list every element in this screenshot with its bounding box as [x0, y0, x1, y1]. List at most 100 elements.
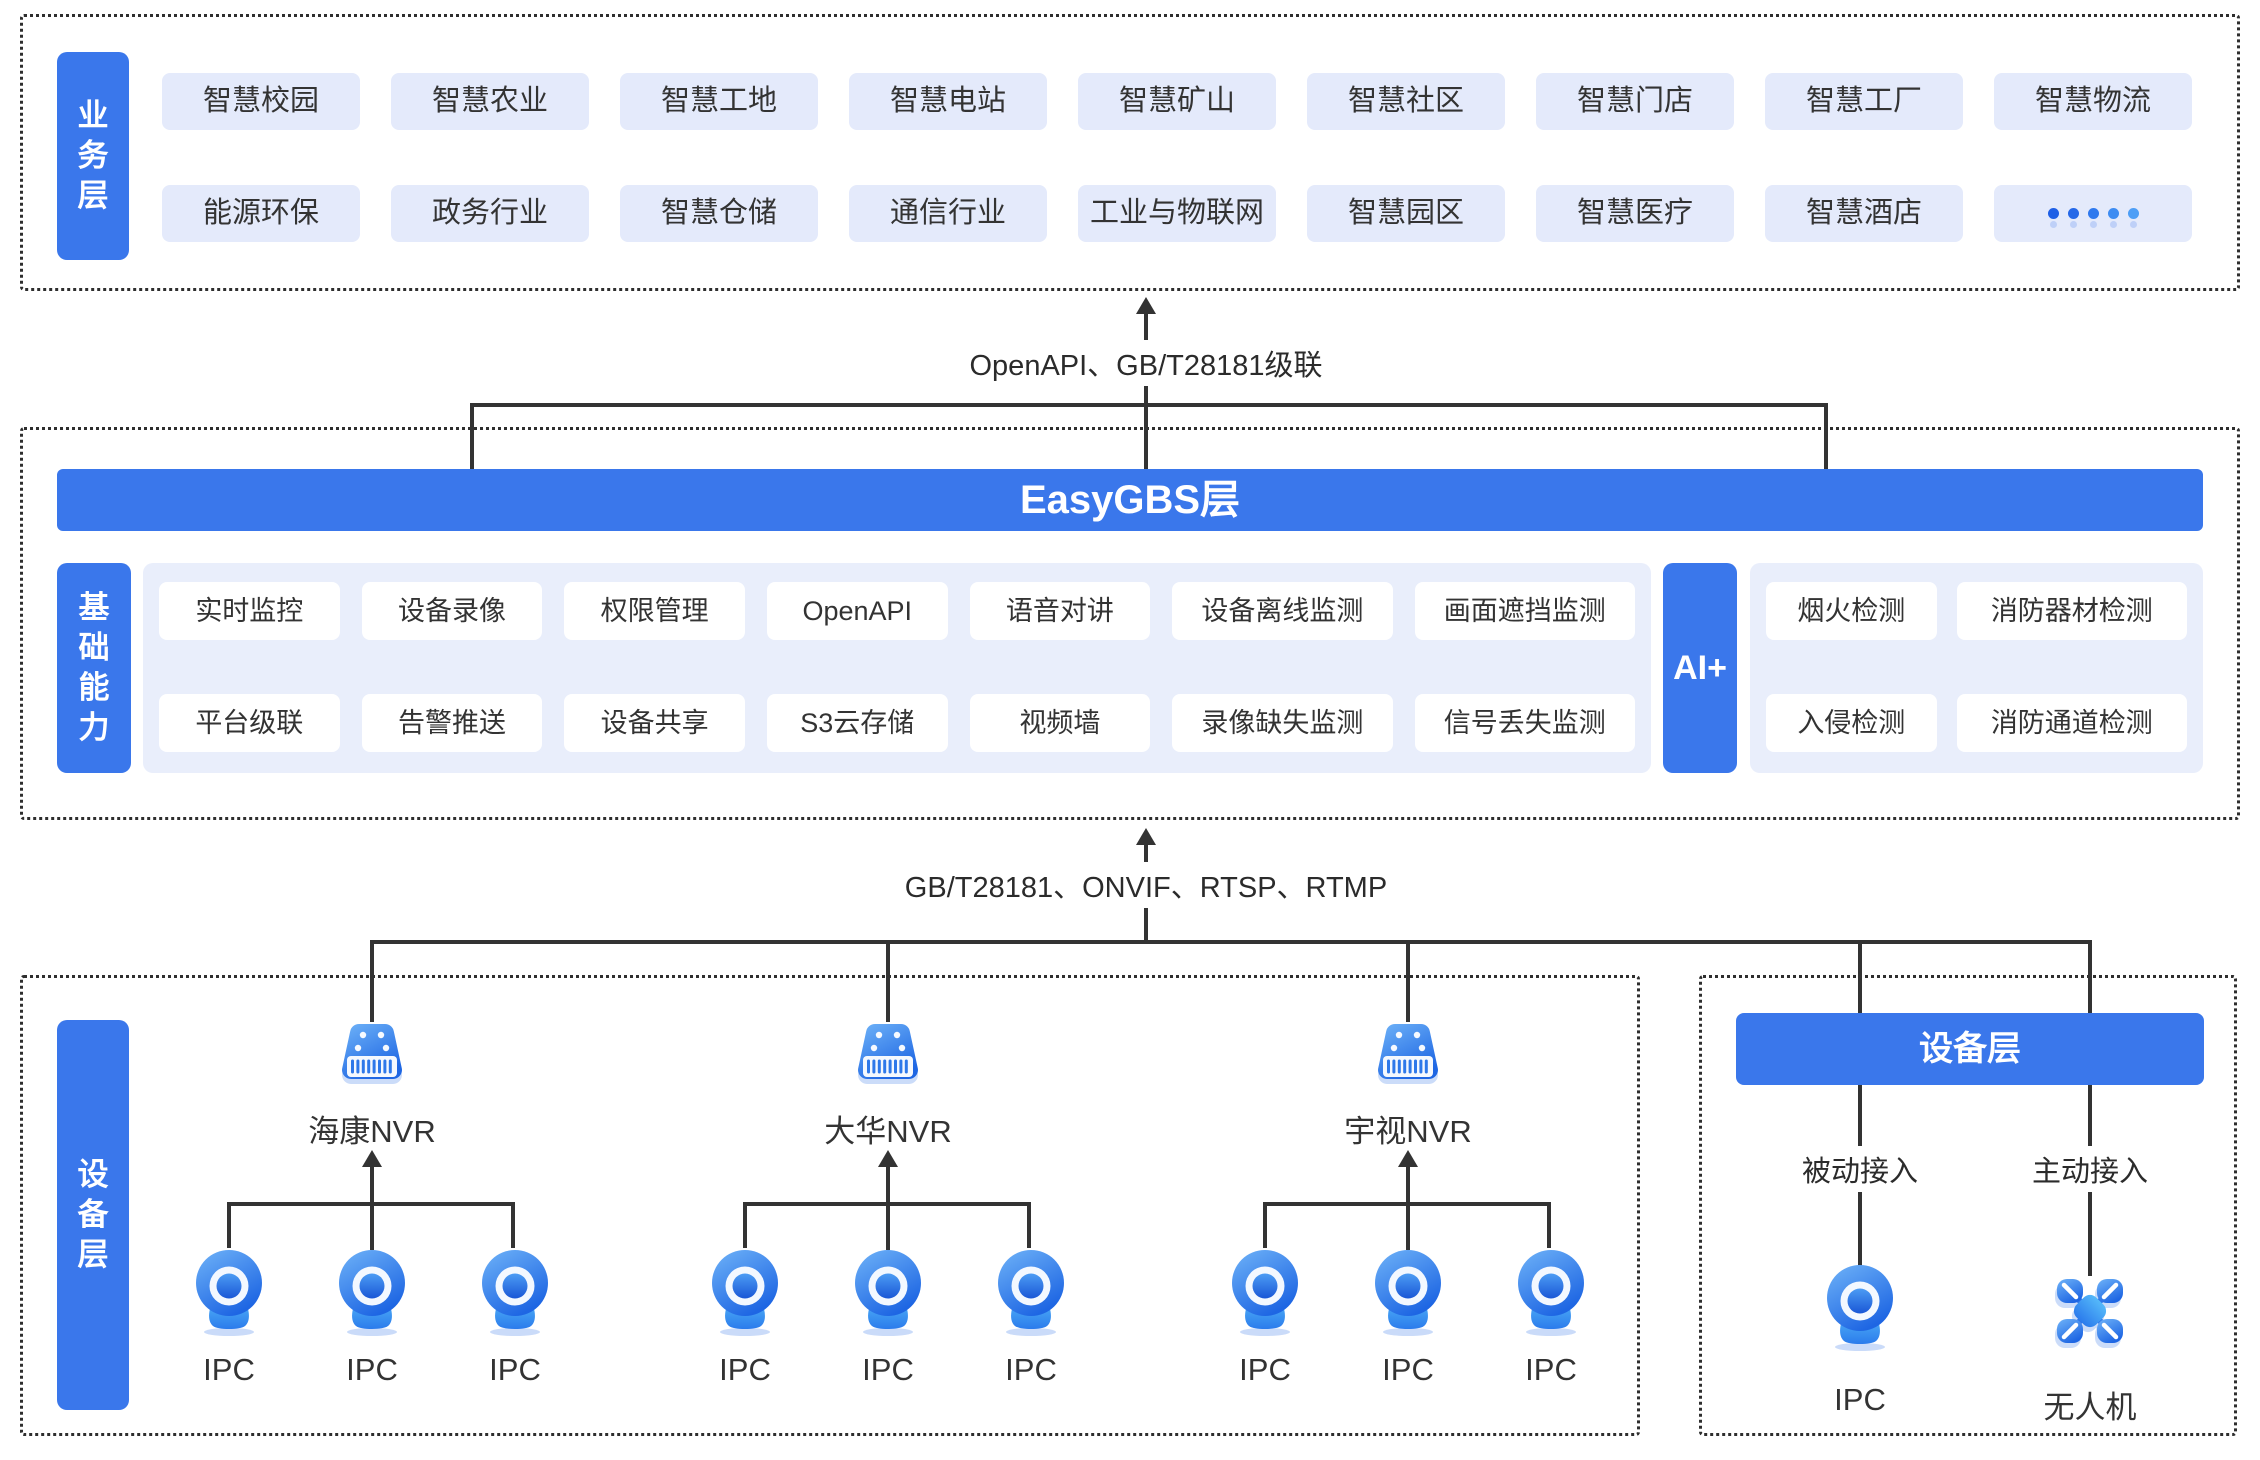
capability-chip: 画面遮挡监测 [1414, 582, 1635, 640]
capability-panel: 实时监控 设备录像 权限管理 OpenAPI 语音对讲 设备离线监测 画面遮挡监… [143, 563, 1651, 773]
nvr-group-dahua: 大华NVR IPC IPC IPC [712, 1000, 1064, 1420]
device-layer-label-text: 设备层 [77, 1157, 109, 1272]
business-chip: 智慧矿山 [1078, 73, 1276, 130]
ai-chip: 烟火检测 [1766, 582, 1937, 640]
active-access-label: 主动接入 [2013, 1146, 2167, 1192]
group-bracket-left [743, 1202, 747, 1248]
business-chip: 智慧门店 [1536, 73, 1734, 130]
business-chip: 智慧酒店 [1765, 185, 1963, 242]
more-industries-chip [1994, 185, 2192, 242]
up-arrowhead-icon [1136, 297, 1156, 314]
business-chip: 政务行业 [391, 185, 589, 242]
bracket-top-left-line [470, 403, 474, 469]
passive-access-label: 被动接入 [1783, 1146, 1937, 1192]
easygbs-title-bar: EasyGBS层 [57, 469, 2203, 531]
camera-label: IPC [1382, 1352, 1434, 1387]
business-layer-box [20, 14, 2240, 291]
capability-chip: 设备录像 [361, 582, 543, 640]
ai-chip: 消防器材检测 [1956, 582, 2187, 640]
capability-chip: 设备离线监测 [1172, 582, 1393, 640]
camera-label: IPC [862, 1352, 914, 1387]
nvr-icon [332, 1020, 412, 1096]
capability-chip: 权限管理 [564, 582, 745, 640]
ipc-camera-icon [1509, 1247, 1593, 1337]
business-chip: 智慧社区 [1307, 73, 1505, 130]
capability-chip: 信号丢失监测 [1414, 694, 1635, 752]
branch-line-active [2088, 940, 2092, 1276]
ipc-camera-icon [1223, 1247, 1307, 1337]
business-chip: 智慧仓储 [620, 185, 818, 242]
ellipsis-dots-icon [2067, 208, 2079, 219]
connector-top-label: OpenAPI、GB/T28181级联 [951, 340, 1341, 386]
nvr-name: 大华NVR [824, 1114, 952, 1149]
business-chip: 能源环保 [162, 185, 360, 242]
group-bracket-line [1265, 1202, 1551, 1206]
ipc-camera-icon [1366, 1247, 1450, 1337]
business-chip-grid: 智慧校园 智慧农业 智慧工地 智慧电站 智慧矿山 智慧社区 智慧门店 智慧工厂 … [162, 73, 2192, 242]
nvr-name: 宇视NVR [1344, 1114, 1472, 1149]
nvr-group-hikvision: 海康NVR IPC IPC IPC [196, 1000, 548, 1420]
capability-chip: 视频墙 [969, 694, 1151, 752]
ipc-camera-icon [187, 1247, 271, 1337]
group-bracket-line [229, 1202, 515, 1206]
business-chip: 智慧工地 [620, 73, 818, 130]
group-bracket-line [745, 1202, 1031, 1206]
camera-label: IPC [1525, 1352, 1577, 1387]
nvr-icon [1368, 1020, 1448, 1096]
branch-line-uniview [1406, 940, 1410, 1022]
business-chip: 智慧工厂 [1765, 73, 1963, 130]
ellipsis-dots-icon [2047, 208, 2059, 219]
group-center-line [370, 1166, 374, 1250]
capability-chip: 设备共享 [564, 694, 745, 752]
device-layer-right-box [1699, 975, 2237, 1436]
distribution-line [372, 940, 2092, 944]
up-arrowhead-icon [1398, 1150, 1418, 1167]
capability-row-1: 实时监控 设备录像 权限管理 OpenAPI 语音对讲 设备离线监测 画面遮挡监… [159, 582, 1635, 640]
capability-label: 基础能力 [57, 563, 131, 773]
camera-label: IPC [1239, 1352, 1291, 1387]
device-layer-box [20, 975, 1640, 1436]
group-bracket-right [1027, 1202, 1031, 1248]
business-chip: 智慧电站 [849, 73, 1047, 130]
ellipsis-dots-icon [2087, 208, 2099, 219]
business-chip: 智慧物流 [1994, 73, 2192, 130]
ai-row-1: 烟火检测 消防器材检测 [1766, 582, 2187, 640]
ipc-camera-icon [1818, 1262, 1902, 1352]
group-center-line [886, 1166, 890, 1250]
bracket-top-horizontal-line [472, 403, 1828, 407]
branch-line-dahua [886, 940, 890, 1022]
ai-plus-label: AI+ [1663, 563, 1737, 773]
group-bracket-right [511, 1202, 515, 1248]
camera-label: IPC [346, 1352, 398, 1387]
up-arrowhead-icon [878, 1150, 898, 1167]
camera-label: IPC [489, 1352, 541, 1387]
active-device-label: 无人机 [2043, 1390, 2137, 1425]
business-chip: 通信行业 [849, 185, 1047, 242]
ellipsis-dots-icon [2107, 208, 2119, 219]
group-center-line [1406, 1166, 1410, 1250]
nvr-icon [848, 1020, 928, 1096]
business-chip: 工业与物联网 [1078, 185, 1276, 242]
business-chip: 智慧医疗 [1536, 185, 1734, 242]
camera-label: IPC [203, 1352, 255, 1387]
business-layer-label: 业务层 [57, 52, 129, 260]
capability-chip: 录像缺失监测 [1172, 694, 1393, 752]
ipc-camera-icon [703, 1247, 787, 1337]
connector-top-line [1144, 313, 1148, 469]
ipc-camera-icon [330, 1247, 414, 1337]
ai-row-2: 入侵检测 消防通道检测 [1766, 694, 2187, 752]
capability-chip: OpenAPI [766, 582, 948, 640]
nvr-group-uniview: 宇视NVR IPC IPC IPC [1232, 1000, 1584, 1420]
ipc-camera-icon [473, 1247, 557, 1337]
ai-chip: 入侵检测 [1766, 694, 1937, 752]
capability-chip: 语音对讲 [969, 582, 1151, 640]
drone-icon [2048, 1266, 2132, 1350]
device-layer-label: 设备层 [57, 1020, 129, 1410]
branch-line-hikvision [370, 940, 374, 1022]
business-chip: 智慧校园 [162, 73, 360, 130]
capability-label-text: 基础能力 [78, 590, 110, 745]
ellipsis-dots-icon [2127, 208, 2139, 219]
group-bracket-left [227, 1202, 231, 1248]
ai-chip: 消防通道检测 [1956, 694, 2187, 752]
